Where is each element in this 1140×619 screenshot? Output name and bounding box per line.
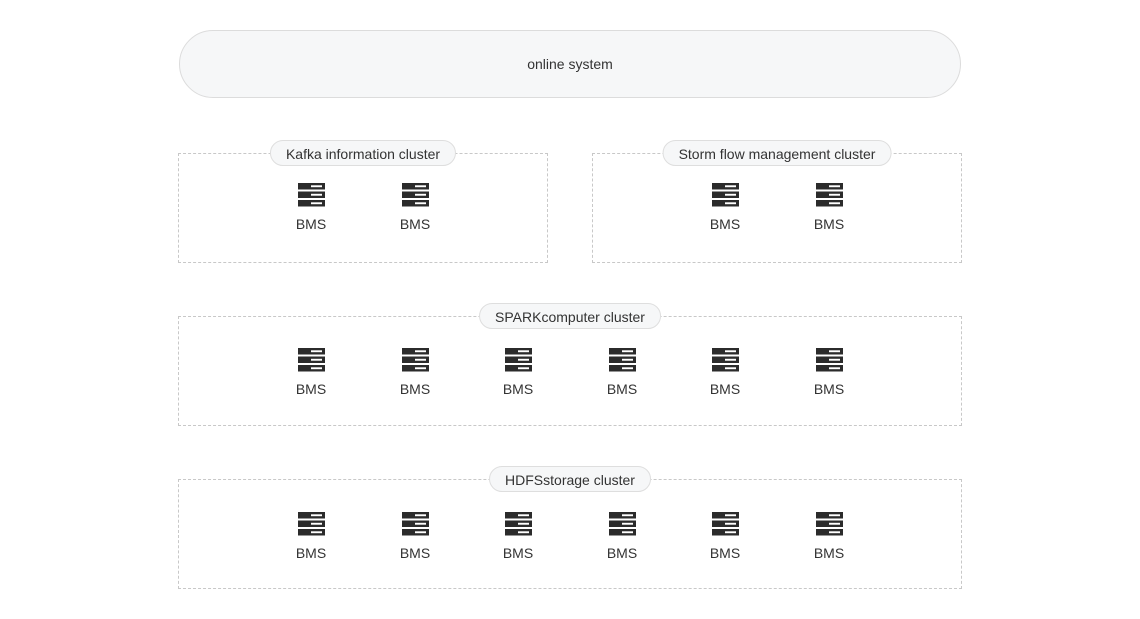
- bms-node: BMS: [799, 512, 859, 561]
- bms-node: BMS: [488, 348, 548, 397]
- cluster-hdfs: HDFSstorage cluster: [178, 466, 962, 589]
- bms-label: BMS: [813, 545, 845, 561]
- bms-node: BMS: [385, 512, 445, 561]
- bms-node: BMS: [799, 348, 859, 397]
- server-icon: [711, 183, 739, 207]
- bms-node: BMS: [695, 348, 755, 397]
- server-icon: [504, 348, 532, 372]
- bms-node: BMS: [385, 348, 445, 397]
- bms-label: BMS: [295, 381, 327, 397]
- cluster-kafka: Kafka information cluster: [178, 140, 548, 263]
- bms-label: BMS: [502, 381, 534, 397]
- server-icon: [401, 512, 429, 536]
- bms-node: BMS: [488, 512, 548, 561]
- server-icon: [815, 512, 843, 536]
- server-icon: [297, 512, 325, 536]
- bms-node: BMS: [281, 348, 341, 397]
- cluster-storm: Storm flow management cluster: [592, 140, 962, 263]
- bms-label: BMS: [813, 216, 845, 232]
- bms-node: BMS: [695, 512, 755, 561]
- bms-label: BMS: [606, 381, 638, 397]
- bms-node: BMS: [592, 348, 652, 397]
- bms-label: BMS: [709, 545, 741, 561]
- bms-node: BMS: [281, 512, 341, 561]
- server-icon: [608, 512, 636, 536]
- server-icon: [815, 183, 843, 207]
- online-system-box: online system: [179, 30, 961, 98]
- cluster-label: Storm flow management cluster: [662, 140, 892, 166]
- server-icon: [815, 348, 843, 372]
- server-icon: [297, 348, 325, 372]
- server-icon: [608, 348, 636, 372]
- server-icon: [297, 183, 325, 207]
- bms-label: BMS: [295, 545, 327, 561]
- bms-label: BMS: [399, 545, 431, 561]
- server-icon: [504, 512, 532, 536]
- bms-node: BMS: [799, 183, 859, 232]
- bms-node: BMS: [281, 183, 341, 232]
- bms-label: BMS: [295, 216, 327, 232]
- bms-node: BMS: [695, 183, 755, 232]
- server-icon: [711, 512, 739, 536]
- cluster-label: HDFSstorage cluster: [489, 466, 651, 492]
- bms-label: BMS: [606, 545, 638, 561]
- bms-label: BMS: [399, 381, 431, 397]
- bms-node: BMS: [592, 512, 652, 561]
- bms-label: BMS: [502, 545, 534, 561]
- server-icon: [711, 348, 739, 372]
- bms-label: BMS: [813, 381, 845, 397]
- cluster-spark: SPARKcomputer cluster: [178, 303, 962, 426]
- bms-node: BMS: [385, 183, 445, 232]
- bms-label: BMS: [709, 381, 741, 397]
- server-icon: [401, 348, 429, 372]
- bms-label: BMS: [709, 216, 741, 232]
- bms-label: BMS: [399, 216, 431, 232]
- cluster-label: SPARKcomputer cluster: [479, 303, 661, 329]
- server-icon: [401, 183, 429, 207]
- cluster-label: Kafka information cluster: [269, 140, 457, 166]
- online-system-label: online system: [527, 56, 613, 72]
